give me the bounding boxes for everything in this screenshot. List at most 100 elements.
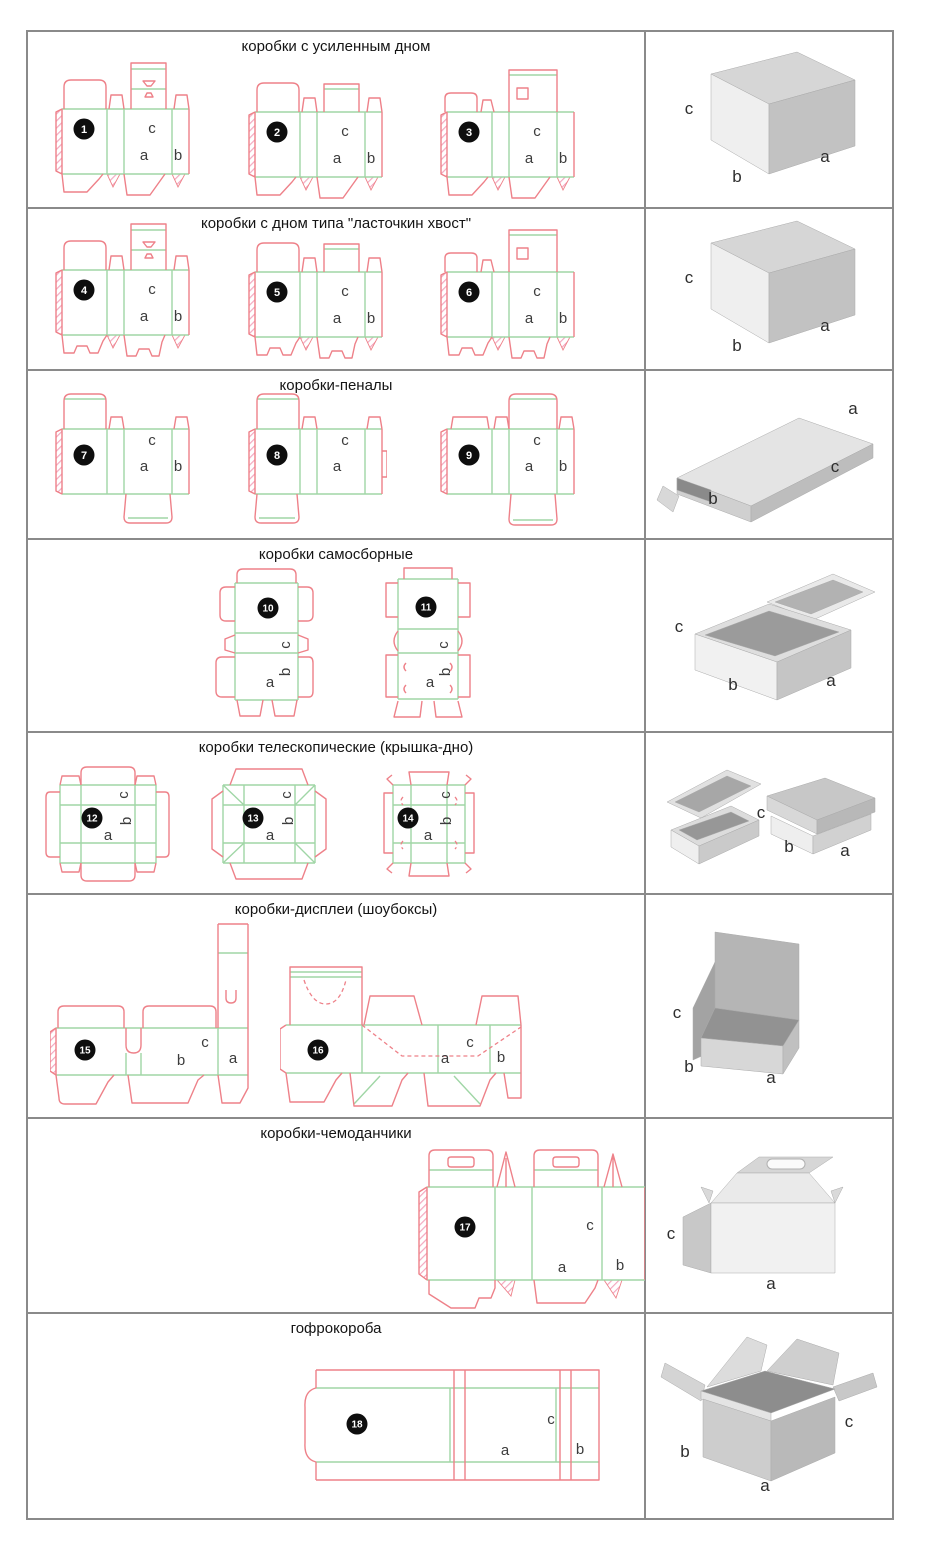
dieline-number-badge — [346, 1413, 368, 1435]
photo-dimension-label: b — [732, 167, 741, 186]
dimension-label: c — [586, 1217, 594, 1234]
dimension-label: b — [118, 817, 135, 825]
dieline-number: 17 — [459, 1223, 471, 1234]
dieline-number: 12 — [86, 814, 98, 825]
photo-dimension-label: b — [728, 675, 737, 694]
dimension-label: c — [466, 1034, 474, 1051]
photo-dimension-label: c — [667, 1224, 676, 1243]
dimension-label: c — [148, 432, 156, 449]
dimension-label: a — [266, 674, 275, 691]
dimension-label: a — [333, 458, 342, 475]
dieline-number: 16 — [312, 1046, 324, 1057]
dimension-label: b — [280, 817, 297, 825]
dimension-label: a — [558, 1259, 567, 1276]
dimension-label: a — [525, 458, 534, 475]
dimension-label: a — [140, 308, 149, 325]
dieline-number-badge — [266, 281, 288, 303]
dimension-label: c — [341, 283, 349, 300]
handle-hole — [766, 1158, 806, 1169]
dieline-number-badge — [307, 1039, 329, 1061]
photo-dimension-label: a — [848, 399, 858, 418]
dieline-number: 9 — [466, 450, 472, 462]
dieline-number-badge — [257, 597, 279, 619]
dieline-number: 2 — [274, 127, 280, 139]
dimension-label: c — [341, 432, 349, 449]
photo-dimension-label: c — [831, 457, 840, 476]
dimension-label: c — [533, 123, 541, 140]
dimension-label: a — [424, 827, 433, 844]
photo-dimension-label: a — [826, 671, 836, 690]
dieline-number-badge — [458, 281, 480, 303]
dieline-number: 13 — [247, 814, 259, 825]
dimension-label: b — [437, 668, 454, 676]
photo-dimension-label: c — [675, 617, 684, 636]
dimension-label: b — [367, 150, 375, 167]
photo-dimension-label: a — [760, 1476, 770, 1495]
dieline-number-badge — [266, 444, 288, 466]
row-title: коробки с дном типа "ласточкин хвост" — [200, 215, 472, 232]
dieline-number-badge — [415, 596, 437, 618]
dimension-label: b — [559, 458, 567, 475]
dieline-number-badge — [266, 121, 288, 143]
dieline-number-badge — [74, 1039, 96, 1061]
photo-dimension-label: a — [820, 147, 830, 166]
dimension-label: c — [148, 281, 156, 298]
photo-cell-display-showbox: c b a — [646, 895, 892, 1117]
photo-dimension-label: c — [685, 99, 694, 118]
photo-dimension-label: c — [673, 1003, 682, 1022]
dieline-number: 8 — [274, 450, 280, 462]
dieline-number: 4 — [81, 285, 88, 297]
dieline-number: 15 — [79, 1046, 91, 1057]
dimension-label: c — [533, 283, 541, 300]
box-photo-reinforced-bottom: c b a — [685, 51, 856, 186]
dieline-number-badge — [397, 807, 419, 829]
row-title: коробки-дисплеи (шоубоксы) — [234, 901, 438, 918]
row-title: гофрокороба — [290, 1320, 382, 1337]
photo-dimension-label: a — [766, 1068, 776, 1087]
box-photo-display-showbox: c b a — [673, 931, 800, 1087]
dimension-label: b — [367, 310, 375, 327]
dieline-number: 6 — [466, 287, 472, 299]
row-title: коробки телескопические (крышка-дно) — [198, 739, 474, 756]
dimension-label: a — [229, 1050, 238, 1067]
photo-cell-reinforced-bottom: c b a — [646, 32, 892, 207]
photo-dimension-label: b — [680, 1442, 689, 1461]
dimension-label: b — [616, 1257, 624, 1274]
row-title: коробки-пеналы — [279, 377, 393, 394]
dieline-number-badge — [242, 807, 264, 829]
photo-dimension-label: b — [684, 1057, 693, 1076]
dieline-number-badge — [73, 444, 95, 466]
dimension-label: b — [559, 150, 567, 167]
dimension-label: b — [177, 1052, 185, 1069]
dimension-label: b — [497, 1049, 505, 1066]
box-photo-pencil-case: abc — [656, 399, 874, 522]
dieline-number: 1 — [81, 124, 87, 136]
photo-dimension-label: b — [732, 336, 741, 355]
dieline-number-badge — [458, 444, 480, 466]
dimension-label: b — [277, 668, 294, 676]
dimension-label: b — [174, 458, 182, 475]
dimension-label: a — [525, 150, 534, 167]
dieline-number: 5 — [274, 287, 280, 299]
